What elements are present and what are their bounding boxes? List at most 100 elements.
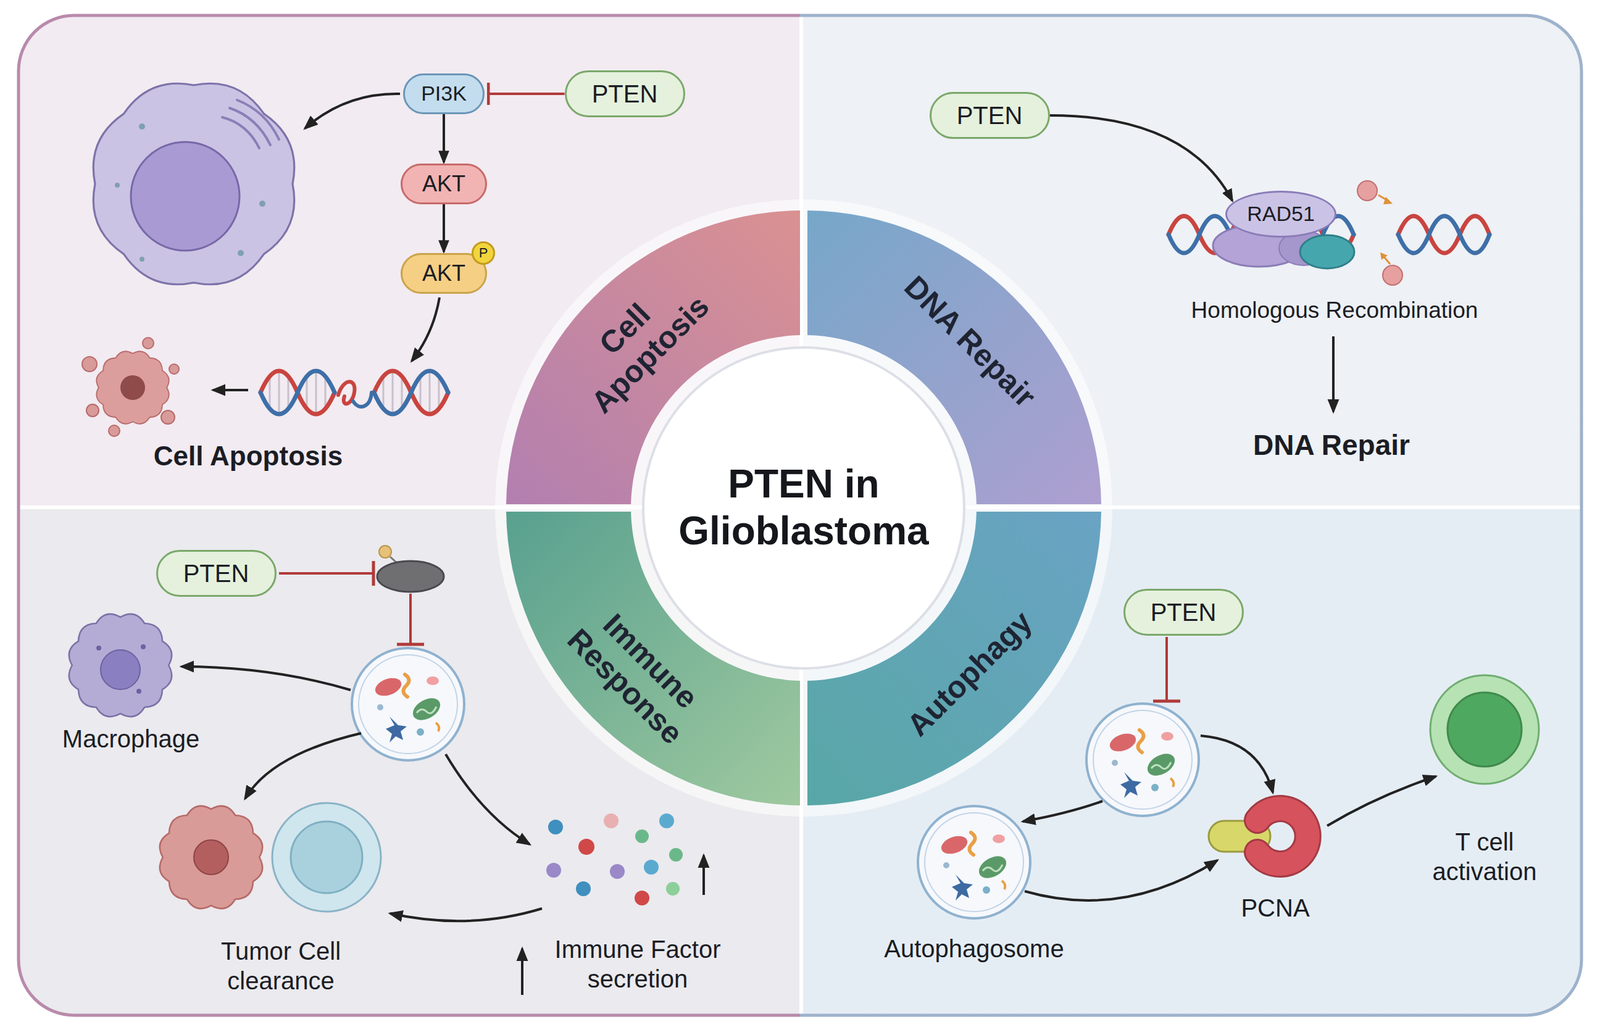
vesicle: [351, 648, 465, 761]
arrow-connector: [442, 114, 446, 163]
receptor-symbol: [379, 545, 392, 559]
arrow: [390, 908, 542, 921]
protein-box: AKTP: [400, 253, 488, 294]
pcna-symbol: [1257, 808, 1309, 865]
ring-halo: [495, 199, 1113, 817]
arrow: [1024, 860, 1218, 901]
apoptotic-cell: [120, 375, 146, 400]
node-label: AKT: [422, 260, 466, 286]
repair-complex: [1212, 180, 1403, 286]
apoptotic-cell: [82, 337, 180, 437]
cell-illustration: [259, 200, 266, 207]
panel-caption: DNA Repair: [1220, 428, 1443, 463]
outer-frame: [18, 15, 1582, 1016]
arrow: [245, 733, 362, 799]
figure-label: Tumor Cell clearance: [194, 936, 368, 996]
dna-helix: [374, 370, 449, 415]
ring-segment-path: [506, 511, 800, 806]
arrow: [1022, 801, 1103, 822]
cytokine-dots: [546, 813, 683, 906]
cytokine-dots: [669, 848, 683, 862]
arrow: [1200, 735, 1273, 793]
figure-label: Autophagosome: [875, 933, 1073, 964]
repair-complex: [1383, 196, 1393, 205]
cytokine-dots: [548, 819, 563, 835]
arrow: [304, 93, 400, 129]
inhibition-line: [1165, 637, 1168, 700]
cytokine-dots: [546, 862, 562, 878]
arrow-connector: [1050, 115, 1233, 201]
panel-caption: Cell Apoptosis: [118, 440, 378, 473]
apoptotic-cell: [96, 351, 169, 424]
dna-helix: [1398, 216, 1490, 254]
dna-helix: [260, 370, 335, 415]
inhibition-line: [1153, 637, 1181, 702]
inhibition-line: [372, 561, 376, 586]
cytokine-dots: [643, 859, 659, 875]
cytokine-dots: [666, 882, 680, 896]
cell-illustration: [222, 100, 280, 149]
figure-label: Homologous Recombination: [1161, 296, 1508, 325]
vesicle: [1086, 703, 1199, 817]
immune-cell: [272, 803, 381, 912]
dna-helix: [260, 370, 449, 415]
cytokine-dots: [578, 838, 595, 855]
arrow: [1327, 776, 1436, 826]
dna-helix: [260, 370, 335, 415]
cell-illustration: [93, 83, 295, 285]
node-label: PTEN: [591, 79, 659, 109]
tumor-cell: [193, 840, 229, 875]
t-cell: [1430, 675, 1539, 784]
node-label: PTEN: [1150, 598, 1217, 627]
phospho-badge: P: [471, 241, 496, 265]
panel-ground: [18, 15, 1582, 1016]
figure-label: Macrophage: [38, 724, 224, 754]
inhibition-line: [1153, 700, 1181, 704]
arrow: [445, 754, 530, 845]
gene-box: PTEN: [1123, 588, 1244, 636]
apoptotic-cell: [142, 337, 154, 349]
macrophage-cell: [69, 614, 172, 717]
inhibition-line: [396, 643, 425, 647]
inhibition-connector: [488, 92, 565, 96]
cell-illustration: [139, 256, 145, 262]
macrophage-cell: [96, 645, 102, 651]
t-cell: [1430, 675, 1539, 784]
autophagosome: [917, 806, 1031, 919]
repair-complex: [1383, 256, 1391, 265]
apoptotic-cell: [169, 364, 180, 375]
dna-helix: [269, 370, 439, 415]
protein-box: AKT: [400, 163, 488, 205]
arrow: [212, 388, 249, 392]
protein-box: PI3K: [403, 73, 485, 115]
inhibition-line: [409, 593, 412, 644]
gene-box: PTEN: [929, 91, 1050, 139]
receptor-symbol: [377, 561, 444, 592]
cell-illustration: [237, 250, 244, 257]
cell-illustration: [130, 141, 240, 251]
gene-box: PTEN: [156, 550, 277, 597]
gene-box: PTEN: [564, 70, 686, 118]
apoptotic-cell: [161, 410, 175, 425]
immune-cell: [290, 821, 363, 894]
cell-illustration: [114, 182, 120, 188]
inhibition-line: [279, 572, 373, 575]
node-label: AKT: [422, 170, 466, 197]
node-label: PTEN: [956, 101, 1023, 130]
arrow-connector: [442, 204, 446, 252]
arrow: [1332, 336, 1335, 412]
node-label: PTEN: [183, 559, 250, 588]
dna-helix: [353, 392, 372, 407]
immune-cell: [272, 803, 381, 912]
repair-complex: [1300, 235, 1355, 269]
macrophage-cell: [69, 614, 172, 717]
apoptotic-cell: [86, 404, 99, 417]
apoptotic-cell: [82, 356, 97, 372]
figure-label: Immune Factor secretion: [545, 934, 731, 994]
ring-segment: Autophagy: [803, 508, 1102, 806]
cell-illustration: [138, 123, 146, 130]
pcna-symbol: [1257, 808, 1309, 865]
figure-label: T cell activation: [1413, 827, 1556, 887]
t-cell: [1447, 692, 1522, 767]
